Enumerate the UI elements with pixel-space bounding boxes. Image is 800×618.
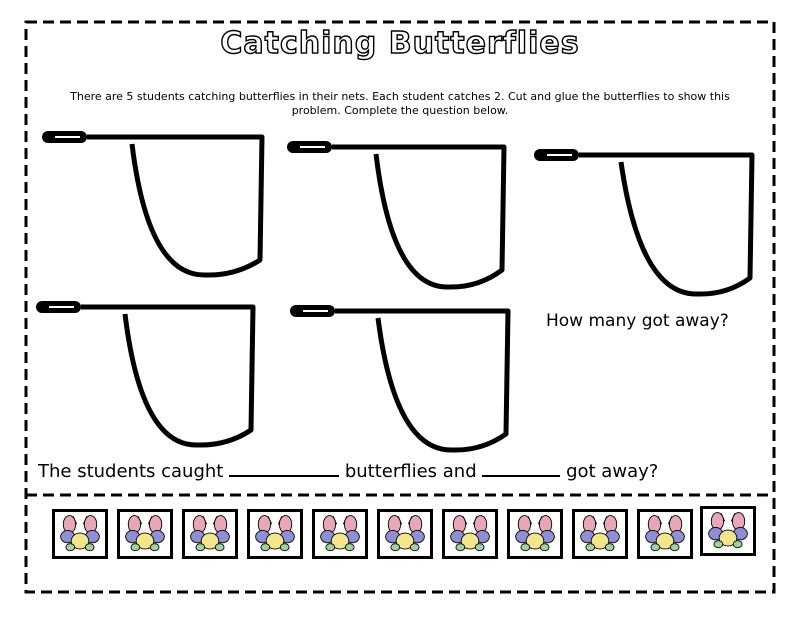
butterfly-cutout-1[interactable]: [52, 509, 108, 559]
butterfly-icon: [125, 515, 165, 552]
butterfly-icon: [60, 515, 100, 552]
butterfly-icon: [255, 515, 295, 552]
sentence-part-2: butterflies and: [344, 461, 477, 482]
butterfly-icon: [385, 515, 425, 552]
instructions-text: There are 5 students catching butterflie…: [70, 90, 730, 117]
butterfly-cutout-3[interactable]: [182, 509, 238, 559]
butterfly-cutout-10[interactable]: [637, 509, 693, 559]
butterfly-icon: [645, 515, 685, 552]
caught-answer-blank[interactable]: [229, 461, 340, 477]
butterfly-icon: [190, 515, 230, 552]
butterfly-cutout-2[interactable]: [117, 509, 173, 559]
answer-sentence: The students caught butterflies and got …: [38, 461, 658, 482]
butterfly-cutout-5[interactable]: [312, 509, 368, 559]
butterfly-cutout-9[interactable]: [572, 509, 628, 559]
worksheet-title: Catching Butterflies: [220, 25, 580, 61]
got-away-answer-blank[interactable]: [482, 461, 561, 477]
butterfly-cutout-strip: [52, 506, 758, 565]
butterfly-cutout-6[interactable]: [377, 509, 433, 559]
butterfly-cutout-7[interactable]: [442, 509, 498, 559]
butterfly-cutout-11[interactable]: [700, 506, 756, 556]
butterfly-icon: [320, 515, 360, 552]
sentence-part-1: The students caught: [38, 461, 224, 482]
butterfly-cutout-8[interactable]: [507, 509, 563, 559]
butterfly-icon: [580, 515, 620, 552]
butterfly-cutout-4[interactable]: [247, 509, 303, 559]
butterfly-icon: [515, 515, 555, 552]
sentence-part-3: got away?: [566, 461, 659, 482]
butterfly-icon: [708, 512, 748, 549]
butterfly-icon: [450, 515, 490, 552]
question-text: How many got away?: [546, 311, 729, 331]
